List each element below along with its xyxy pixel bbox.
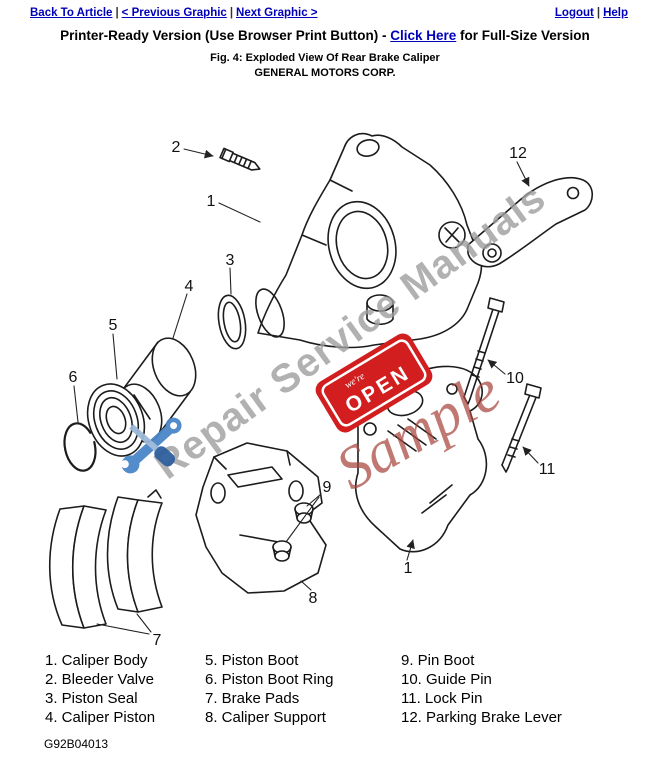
callout-9: 9 (323, 479, 332, 496)
diagram-linework (48, 132, 594, 635)
back-to-article-link[interactable]: Back To Article (30, 7, 113, 19)
guide-pin-drawing (463, 297, 505, 405)
nav-separator: | (229, 7, 234, 19)
piston-boot-ring-drawing (63, 422, 97, 472)
callout-6: 6 (69, 369, 78, 386)
legend-item-piston-boot-ring: 6. Piston Boot Ring (205, 671, 334, 688)
callout-8: 8 (309, 590, 318, 607)
legend-item-caliper-support: 8. Caliper Support (205, 709, 326, 726)
parts-legend: 1. Caliper Body 2. Bleeder Valve 3. Pist… (45, 651, 562, 727)
callout-4: 4 (185, 278, 194, 295)
callout-12: 12 (509, 145, 527, 162)
bleeder-valve-drawing (219, 147, 261, 171)
nav-left: Back To Article|< Previous Graphic|Next … (30, 7, 318, 19)
figure-caption: Fig. 4: Exploded View Of Rear Brake Cali… (210, 52, 440, 64)
callout-10: 10 (506, 370, 524, 387)
page-title: Printer-Ready Version (Use Browser Print… (0, 28, 650, 43)
legend-item-piston-boot: 5. Piston Boot (205, 652, 299, 669)
legend-item-pin-boot: 9. Pin Boot (401, 652, 475, 669)
top-navigation: Back To Article|< Previous Graphic|Next … (0, 0, 650, 19)
legend-item-lock-pin: 11. Lock Pin (401, 690, 483, 707)
previous-graphic-link[interactable]: < Previous Graphic (121, 7, 227, 19)
callout-2: 2 (172, 139, 181, 156)
open-sign: we're OPEN (315, 333, 433, 433)
figure-document-number: G92B04013 (44, 737, 109, 751)
full-size-version-link[interactable]: Click Here (390, 28, 457, 43)
lock-pin-drawing (501, 383, 542, 473)
legend-column-3: 9. Pin Boot 10. Guide Pin 11. Lock Pin 1… (401, 651, 562, 727)
nav-right: Logout|Help (555, 7, 628, 19)
callout-1-top: 1 (207, 193, 216, 210)
nav-separator: | (596, 7, 601, 19)
callout-labels: 2 1 12 3 4 5 6 10 11 9 8 7 1 (69, 139, 556, 649)
legend-item-piston-seal: 3. Piston Seal (45, 690, 138, 707)
nav-separator: | (115, 7, 119, 19)
callout-11: 11 (539, 461, 556, 478)
next-graphic-link[interactable]: Next Graphic > (236, 7, 318, 19)
caliper-body-drawing (255, 132, 483, 349)
legend-item-bleeder-valve: 2. Bleeder Valve (45, 671, 154, 688)
help-link[interactable]: Help (603, 7, 628, 19)
logout-link[interactable]: Logout (554, 7, 594, 19)
callout-1-bottom: 1 (404, 560, 413, 577)
leader-lines (73, 148, 539, 635)
title-prefix: Printer-Ready Version (Use Browser Print… (60, 28, 391, 43)
callout-3: 3 (226, 252, 235, 269)
legend-column-1: 1. Caliper Body 2. Bleeder Valve 3. Pist… (45, 651, 205, 727)
brake-pads-drawing (48, 489, 163, 629)
brake-caliper-exploded-diagram: 2 1 12 3 4 5 6 10 11 9 8 7 1 Repair Serv… (48, 132, 594, 649)
figure-source: GENERAL MOTORS CORP. (254, 67, 396, 79)
diagram-area: 2 1 12 3 4 5 6 10 11 9 8 7 1 Repair Serv… (0, 95, 650, 650)
legend-item-caliper-piston: 4. Caliper Piston (45, 709, 156, 726)
parking-brake-lever-drawing (467, 176, 594, 268)
callout-5: 5 (109, 317, 118, 334)
legend-item-caliper-body: 1. Caliper Body (45, 652, 148, 669)
legend-column-2: 5. Piston Boot 6. Piston Boot Ring 7. Br… (205, 651, 401, 727)
title-suffix: for Full-Size Version (456, 28, 590, 43)
piston-boot-drawing (86, 383, 146, 457)
piston-seal-drawing (217, 294, 247, 350)
legend-item-guide-pin: 10. Guide Pin (401, 671, 492, 688)
tools-logo-icon (120, 417, 182, 474)
callout-7: 7 (153, 632, 162, 649)
legend-item-parking-brake-lever: 12. Parking Brake Lever (401, 709, 562, 726)
caliper-support-drawing (195, 442, 327, 594)
legend-item-brake-pads: 7. Brake Pads (205, 690, 300, 707)
